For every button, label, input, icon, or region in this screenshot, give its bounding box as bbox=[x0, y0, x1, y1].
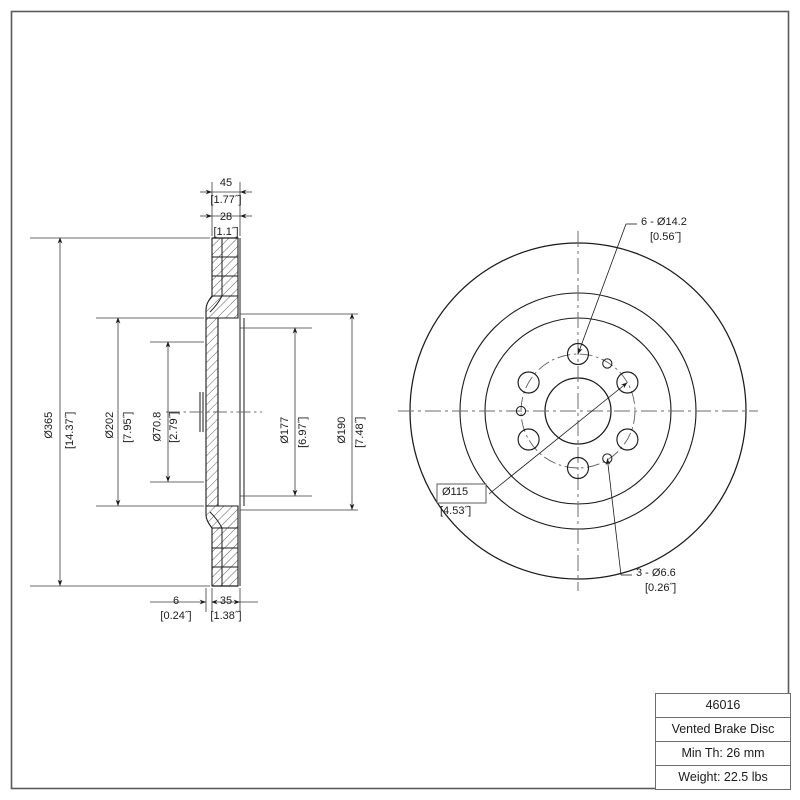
small-hole bbox=[602, 358, 613, 369]
lug-hole bbox=[517, 428, 540, 451]
dim-hat-wall-imperial: [0.24˝] bbox=[160, 610, 192, 622]
friction-ring-inner-circle bbox=[459, 292, 697, 530]
sheet-border bbox=[10, 10, 790, 790]
upper-friction-ring bbox=[211, 237, 239, 297]
title-block: 46016 Vented Brake Disc Min Th: 26 mm We… bbox=[655, 693, 791, 790]
dim-center-bore-imperial: [2.79˝] bbox=[167, 411, 180, 443]
bolt-circle-callout-box bbox=[436, 483, 487, 504]
dim-outer-diameter-metric: Ø365 bbox=[42, 411, 55, 439]
dim-hat-depth-imperial: [1.38˝] bbox=[210, 610, 242, 622]
dim-ring-thickness-metric: 28 bbox=[219, 211, 233, 223]
callout-lug-holes-metric: 6 - Ø14.2 bbox=[641, 216, 687, 228]
title-block-weight: Weight: 22.5 lbs bbox=[678, 770, 768, 784]
callout-lug-holes-imperial: [0.56˝] bbox=[650, 231, 682, 243]
lug-hole bbox=[616, 371, 639, 394]
lug-hole bbox=[566, 342, 590, 366]
section-view bbox=[166, 237, 262, 587]
callout-bolt-circle-imperial: [4.53˝] bbox=[440, 505, 472, 517]
dim-vane-inner-imperial: [6.97˝] bbox=[296, 416, 309, 448]
dim-vane-outer-imperial: [7.48˝] bbox=[353, 416, 366, 448]
small-hole bbox=[515, 405, 527, 417]
dim-ring-thickness-imperial: [1.1˝] bbox=[213, 226, 239, 238]
lower-hat-transition bbox=[205, 505, 239, 529]
dim-hat-diameter-metric: Ø202 bbox=[103, 411, 116, 439]
dim-outer-diameter-imperial: [14.37˝] bbox=[63, 411, 76, 450]
dim-hat-depth-metric: 35 bbox=[219, 595, 233, 607]
dim-hat-wall-metric: 6 bbox=[172, 595, 180, 607]
dim-vane-outer-metric: Ø190 bbox=[335, 416, 348, 444]
callout-bolt-circle-metric: Ø115 bbox=[442, 486, 469, 498]
lug-hole bbox=[517, 371, 540, 394]
callout-small-holes-metric: 3 - Ø6.6 bbox=[636, 567, 676, 579]
lug-hole bbox=[566, 456, 590, 480]
callout-small-holes-imperial: [0.26˝] bbox=[645, 582, 677, 594]
upper-hat-transition bbox=[205, 295, 239, 319]
dim-center-bore-metric: Ø70.8 bbox=[151, 411, 164, 442]
dim-overall-thickness-imperial: [1.77˝] bbox=[210, 194, 242, 206]
title-block-description: Vented Brake Disc bbox=[656, 718, 790, 742]
lug-holes bbox=[517, 342, 639, 480]
leader-lines bbox=[488, 223, 637, 576]
dim-vane-inner-metric: Ø177 bbox=[278, 416, 291, 444]
front-view bbox=[398, 223, 758, 591]
lug-hole bbox=[616, 428, 639, 451]
dim-hat-diameter-imperial: [7.95˝] bbox=[121, 411, 134, 443]
lower-friction-ring bbox=[211, 527, 239, 587]
title-block-min-thickness: Min Th: 26 mm bbox=[656, 742, 790, 766]
title-block-part-number: 46016 bbox=[656, 694, 790, 718]
section-dimension-lines bbox=[30, 182, 358, 612]
dim-overall-thickness-metric: 45 bbox=[219, 177, 233, 189]
